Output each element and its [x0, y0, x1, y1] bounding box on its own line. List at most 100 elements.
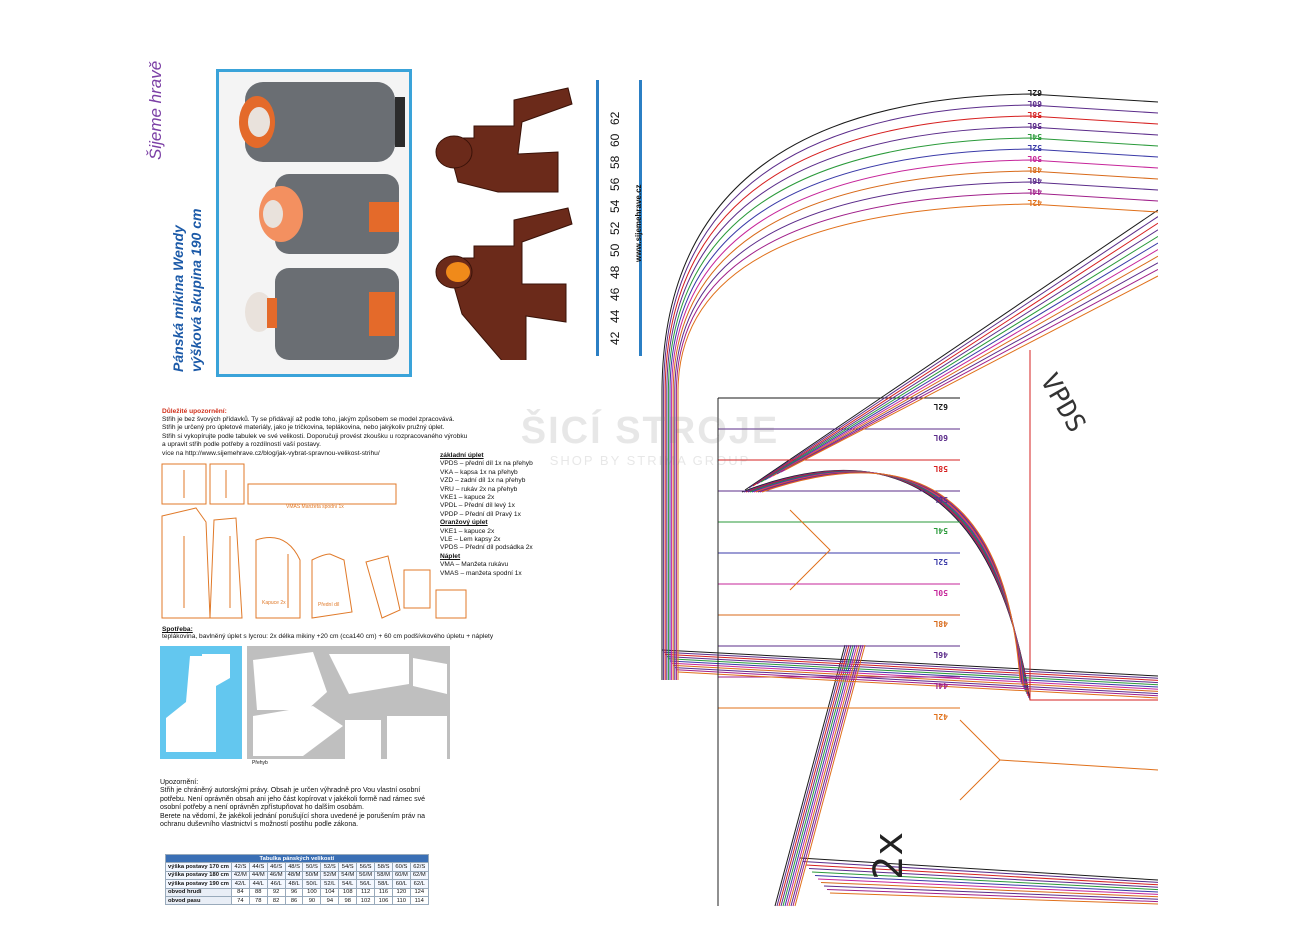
- table-cell: 42/L: [230, 879, 250, 889]
- table-cell: 58/S: [374, 862, 393, 872]
- table-cell: 60/L: [391, 879, 411, 889]
- pattern-pieces-overview: VMAS Manžeta spodní 1x Kapuce 2x Přední …: [161, 463, 467, 619]
- size-diagonal: [768, 249, 1158, 479]
- size-label-mid: 46L: [933, 650, 948, 659]
- table-cell: 56/L: [356, 879, 376, 889]
- table-cell: 90: [302, 895, 322, 906]
- size-arc: [761, 472, 1021, 681]
- size-label-top: 54L: [1027, 132, 1042, 141]
- size-hem-line: [808, 868, 1158, 888]
- size-label-mid: 42L: [933, 712, 948, 721]
- table-cell: 98: [338, 895, 358, 906]
- model-photos: [239, 82, 405, 360]
- grainline: [999, 759, 1158, 771]
- table-cell: 52/L: [320, 879, 340, 889]
- table-cell: 60/M: [391, 870, 411, 881]
- size-horizontal: [674, 667, 1158, 695]
- size-label: 62: [608, 111, 622, 125]
- parts-item: VKE1 – kapuce 2x: [440, 494, 495, 502]
- size-label-top: 52L: [1027, 143, 1042, 152]
- consumption-text: teplákovina, bavlněný úplet s lycrou: 2x…: [162, 633, 494, 640]
- layout-tile-fabric: [247, 646, 450, 759]
- size-label: 46: [608, 287, 622, 301]
- watermark-brand: ŠICÍ STROJE: [520, 410, 780, 452]
- table-cell: 42/S: [230, 862, 250, 872]
- parts-item: VPDS – Přední díl podsádka 2x: [440, 544, 533, 552]
- size-label-mid: 48L: [933, 619, 948, 628]
- size-diagonal-lower: [794, 644, 866, 907]
- size-label-top: 42L: [1027, 198, 1042, 207]
- row-label: obvod hrudi: [165, 887, 232, 897]
- size-diagonal: [764, 242, 1158, 481]
- brand-logo-text: Šijeme hravě: [146, 60, 165, 160]
- size-arc: [759, 472, 1022, 683]
- size-label: 56: [608, 177, 622, 191]
- parts-item: VLE – Lem kapsy 2x: [440, 536, 501, 544]
- size-horizontal: [661, 649, 1158, 677]
- size-table: Tabulka pánských velikostí výška postavy…: [165, 853, 429, 906]
- table-cell: 56/M: [356, 870, 376, 881]
- piece-label: Přední díl: [318, 602, 339, 608]
- size-curve: [672, 170, 1158, 680]
- table-cell: 92: [266, 887, 286, 897]
- dart-mark: [959, 719, 1001, 801]
- notice-link[interactable]: více na http://www.sijemehrave.cz/blog/j…: [162, 449, 380, 457]
- size-arc: [755, 471, 1024, 687]
- hoodie-front-drawing: [435, 207, 573, 360]
- piece-front-part: [311, 553, 353, 619]
- table-cell: 62/L: [409, 879, 429, 889]
- size-horizontal: [663, 651, 1158, 679]
- size-diagonal: [784, 275, 1158, 471]
- size-horizontal: [671, 662, 1158, 690]
- copyright-line: Střih je chráněný autorskými právy. Obsa…: [160, 787, 421, 794]
- copyright-line: osobní potřeby a není oprávněn zpřístupň…: [160, 804, 364, 812]
- size-diagonal-lower: [790, 644, 862, 907]
- size-diagonal-lower: [776, 644, 848, 907]
- size-hem-line: [823, 885, 1158, 900]
- parts-item: VKE1 – kapuce 2x: [440, 527, 495, 535]
- size-label-mid: 44L: [933, 681, 948, 690]
- piece-code-label: VPDS: [1034, 369, 1091, 438]
- website-link[interactable]: www.sijemehrave.cz: [634, 184, 643, 262]
- dart-mark: [789, 509, 831, 591]
- size-horizontal: [677, 671, 1158, 699]
- table-cell: 52/S: [320, 862, 340, 872]
- table-cell: 108: [338, 887, 358, 897]
- parts-item: VZD – zadní díl 1x na přehyb: [440, 477, 526, 485]
- size-label-mid: 56L: [933, 495, 948, 504]
- size-hem-line: [799, 857, 1158, 881]
- notice-line: a upravit střih podle potřeby a rozdílno…: [162, 441, 321, 449]
- size-label-top: 50L: [1027, 154, 1042, 163]
- size-label-top: 48L: [1027, 165, 1042, 174]
- size-diagonal: [772, 255, 1158, 477]
- size-label: 50: [608, 243, 622, 257]
- table-cell: 50/L: [302, 879, 322, 889]
- parts-item: VMA – Manžeta rukávu: [440, 561, 509, 569]
- table-cell: 48/L: [284, 879, 304, 889]
- notice-line: Střih je bez švových přídavků. Ty se při…: [162, 416, 455, 423]
- table-cell: 46/L: [266, 879, 286, 889]
- size-hem-line: [817, 878, 1158, 895]
- notice-title: Důležité upozornění:: [162, 408, 227, 415]
- size-curve: [669, 148, 1158, 680]
- consumption-title: Spotřeba:: [162, 626, 193, 633]
- size-label-top: 62L: [1027, 88, 1042, 97]
- table-cell: 58/L: [374, 879, 393, 889]
- row-label: výška postavy 180 cm: [165, 870, 232, 881]
- table-cell: 42/M: [230, 870, 250, 881]
- table-row: obvod hrudi 84 88 92 96 100 104 108 112 …: [165, 887, 429, 897]
- table-cell: 86: [284, 895, 304, 906]
- table-cell: 96: [284, 887, 304, 897]
- size-label-mid: 52L: [933, 557, 948, 566]
- table-cell: 50/S: [302, 862, 322, 872]
- table-cell: 50/M: [302, 870, 322, 881]
- parts-item: VRU – rukáv 2x na přehyb: [440, 485, 518, 493]
- table-cell: 44/M: [248, 870, 268, 881]
- size-horizontal: [676, 669, 1158, 697]
- watermark: ŠICÍ STROJE SHOP BY STRIMA GROUP: [500, 410, 800, 468]
- size-label-mid: 60L: [933, 433, 948, 442]
- table-cell: 100: [302, 887, 322, 897]
- size-label-mid: 58L: [933, 464, 948, 473]
